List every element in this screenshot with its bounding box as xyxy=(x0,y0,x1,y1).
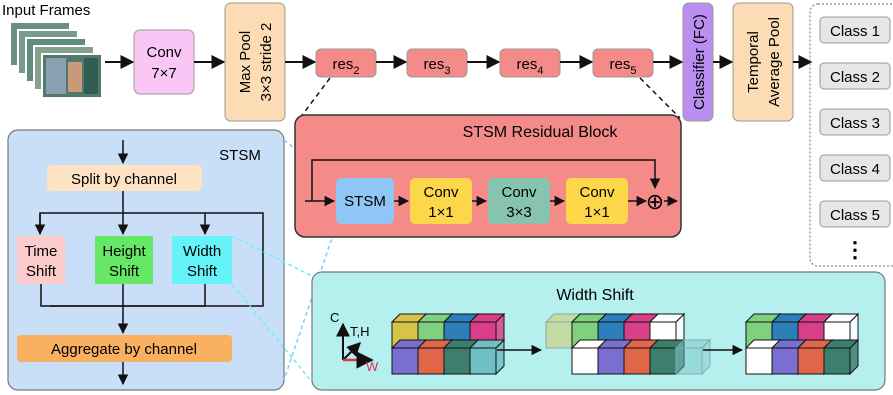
height-shift-line1: Height xyxy=(102,243,146,260)
residual-block-title: STSM Residual Block xyxy=(463,124,619,141)
stsm-module-box xyxy=(336,178,394,224)
class-2-label: Class 2 xyxy=(830,69,880,86)
conv3x3-line1: Conv xyxy=(501,184,537,201)
class-5-label: Class 5 xyxy=(830,207,880,224)
split-by-channel-label: Split by channel xyxy=(71,171,177,188)
maxpool-label-line2: 3×3 stride 2 xyxy=(258,23,275,102)
more-classes-ellipsis: ⋮ xyxy=(844,237,866,262)
axis-c-label: C xyxy=(330,310,339,325)
height-shift-line2: Shift xyxy=(109,263,140,280)
conv7-box: Conv 7×7 xyxy=(133,29,195,95)
residual-sum-icon: ⊕ xyxy=(646,189,664,214)
conv7-label-line2: 7×7 xyxy=(151,65,176,82)
conv1x1-b-line1: Conv xyxy=(579,184,615,201)
res5-box: res5 xyxy=(592,48,654,78)
stsm-residual-block: STSM Residual Block STSM Conv 1×1 Conv 3… xyxy=(294,114,682,238)
res3-box: res3 xyxy=(406,48,468,78)
time-shift-line2: Shift xyxy=(26,263,57,280)
axis-w-label: W xyxy=(366,359,379,374)
temporal-pool-line1: Temporal xyxy=(745,31,762,93)
class-3-box xyxy=(819,108,891,136)
input-frames-stack xyxy=(9,21,103,99)
width-shift-title: Width Shift xyxy=(556,287,634,304)
width-shift-box xyxy=(172,236,232,284)
res2-box: res2 xyxy=(315,48,377,78)
width-shift-line2: Shift xyxy=(187,263,218,280)
conv1x1-b-box xyxy=(566,178,628,224)
conv3x3-line2: 3×3 xyxy=(506,204,531,221)
conv3x3-box xyxy=(488,178,550,224)
res4-box: res4 xyxy=(499,48,561,78)
aggregate-by-channel-box xyxy=(17,335,232,362)
input-frames-label: Input Frames xyxy=(2,2,90,19)
conv1x1-a-line1: Conv xyxy=(423,184,459,201)
tensor-cube xyxy=(468,338,506,376)
time-shift-box xyxy=(17,236,65,284)
res4-label: res4 xyxy=(517,56,544,77)
class-4-label: Class 4 xyxy=(830,161,880,178)
class-list: Class 1 Class 2 Class 3 Class 4 Class 5 … xyxy=(809,3,893,267)
conv7-label-line1: Conv xyxy=(146,44,182,61)
temporal-pool-line2: Average Pool xyxy=(766,17,783,107)
width-shift-panel: Width Shift C T,H W xyxy=(311,271,886,391)
res5-label: res5 xyxy=(610,56,637,77)
class-3-label: Class 3 xyxy=(830,115,880,132)
stsm-module-label: STSM xyxy=(344,193,386,210)
temporal-pool-box: Temporal Average Pool xyxy=(732,2,794,122)
class-4-box xyxy=(819,154,891,182)
class-1-label: Class 1 xyxy=(830,23,880,40)
classifier-box: Classifier (FC) xyxy=(682,2,714,122)
shifted-tensor-cubes xyxy=(744,312,860,376)
class-2-box xyxy=(819,62,891,90)
conv1x1-a-box xyxy=(410,178,472,224)
time-shift-line1: Time xyxy=(25,243,58,260)
res3-label: res3 xyxy=(424,56,451,77)
axes-icon: C T,H W xyxy=(330,310,379,374)
aggregate-by-channel-label: Aggregate by channel xyxy=(51,341,197,358)
classifier-label: Classifier (FC) xyxy=(691,14,708,110)
shifting-tensor-cubes xyxy=(544,312,712,376)
maxpool-box: Max Pool 3×3 stride 2 xyxy=(224,2,286,122)
original-tensor-cubes xyxy=(390,312,506,376)
width-shift-line1: Width xyxy=(183,243,221,260)
split-by-channel-box xyxy=(47,165,202,191)
stsm-detail-panel: STSM Split by channel Time Shift Height … xyxy=(7,129,285,391)
conv1x1-a-line2: 1×1 xyxy=(428,204,453,221)
tensor-cube xyxy=(822,338,860,376)
class-1-box xyxy=(819,16,891,44)
res2-label: res2 xyxy=(333,56,360,77)
class-5-box xyxy=(819,200,891,228)
maxpool-label-line1: Max Pool xyxy=(237,31,254,94)
height-shift-box xyxy=(95,236,153,284)
axis-th-label: T,H xyxy=(350,324,370,339)
tensor-cube xyxy=(674,338,712,376)
stsm-panel-title: STSM xyxy=(219,147,261,164)
conv1x1-b-line2: 1×1 xyxy=(584,204,609,221)
